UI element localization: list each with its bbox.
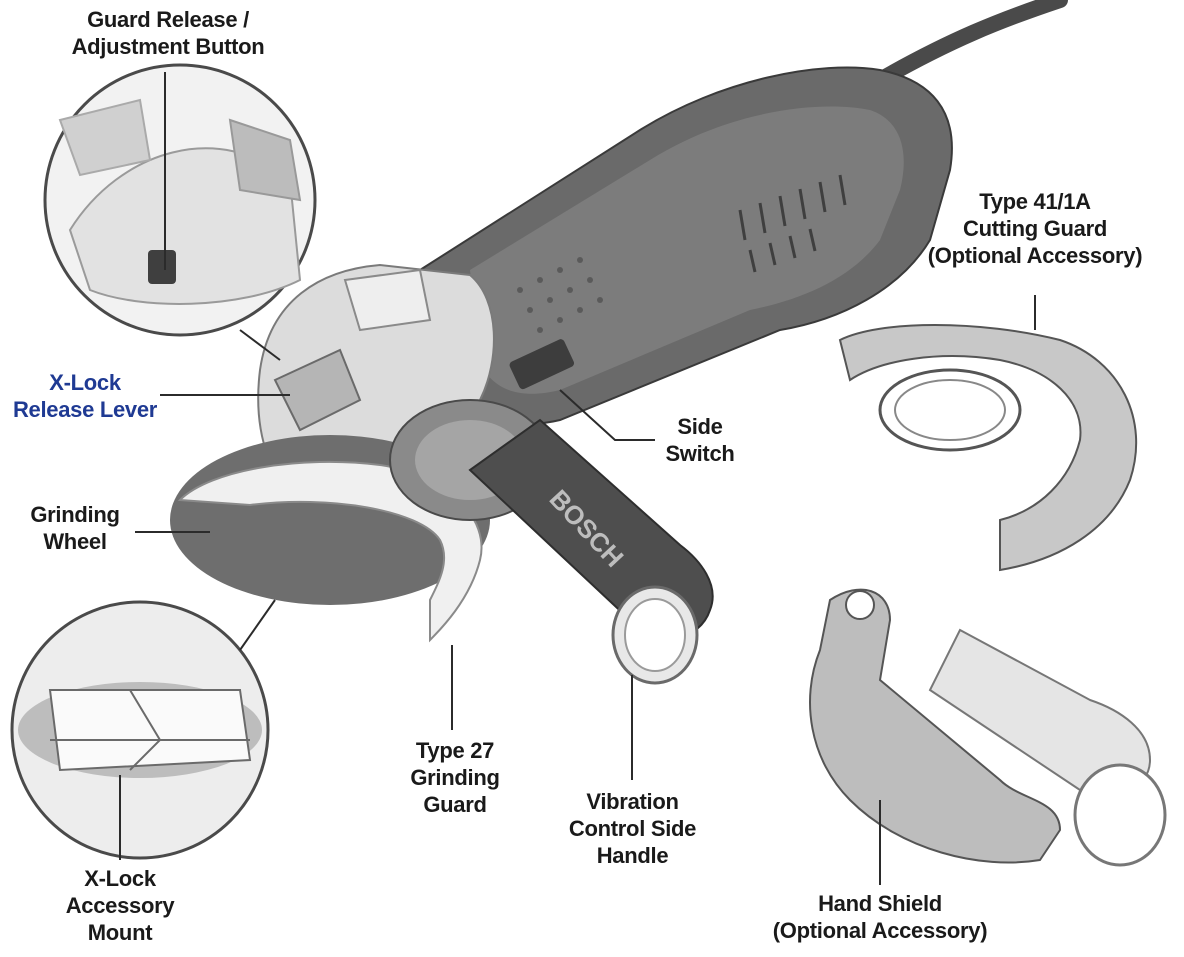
guard-release-zoom: [43, 63, 317, 337]
label-grinding-wheel: Grinding Wheel: [10, 501, 140, 555]
label-line: Adjustment Button: [71, 34, 265, 59]
label-line: Vibration: [586, 789, 679, 814]
label-line: Mount: [87, 920, 153, 945]
label-line: Accessory: [65, 893, 175, 918]
vent-slots: [738, 174, 847, 273]
motor-housing: [418, 66, 953, 425]
label-line: (Optional Accessory): [927, 243, 1143, 268]
label-line: Control Side: [568, 816, 697, 841]
label-line: Cutting Guard: [963, 216, 1107, 241]
xlock-lever: [273, 348, 362, 432]
label-line: Handle: [596, 843, 669, 868]
label-type27-grinding-guard: Type 27 Grinding Guard: [395, 737, 515, 818]
label-line: Grinding: [30, 502, 120, 527]
label-line: Wheel: [43, 529, 107, 554]
label-guard-release: Guard Release / Adjustment Button: [48, 6, 288, 60]
type27-guard: [177, 460, 483, 643]
label-line: Hand Shield: [818, 891, 942, 916]
xlock-mount-zoom: [10, 600, 270, 860]
side-switch: [509, 339, 575, 390]
label-vibration-control-handle: Vibration Control Side Handle: [555, 788, 710, 869]
label-line: Type 41/1A: [979, 189, 1091, 214]
leader-lines: [119, 72, 1036, 885]
label-xlock-accessory-mount: X-Lock Accessory Mount: [60, 865, 180, 946]
type41-cutting-guard: [838, 324, 1138, 572]
label-xlock-release-lever: X-Lock Release Lever: [0, 369, 170, 423]
grip-pattern: [517, 257, 603, 333]
label-line: Release Lever: [12, 397, 158, 422]
label-hand-shield: Hand Shield (Optional Accessory): [765, 890, 995, 944]
label-line: Switch: [665, 441, 735, 466]
label-side-switch: Side Switch: [650, 413, 750, 467]
label-type41-cutting-guard: Type 41/1A Cutting Guard (Optional Acces…: [915, 188, 1155, 269]
label-line: Guard: [423, 792, 487, 817]
power-cord: [872, 0, 1068, 88]
side-handle: BOSCH: [389, 399, 714, 685]
hand-shield: [809, 588, 1167, 867]
label-line: Type 27: [415, 738, 495, 763]
label-line: Guard Release /: [87, 7, 249, 32]
label-line: X-Lock: [84, 866, 156, 891]
label-line: Grinding: [410, 765, 500, 790]
label-line: X-Lock: [49, 370, 121, 395]
label-line: (Optional Accessory): [772, 918, 988, 943]
label-line: Side: [677, 414, 723, 439]
